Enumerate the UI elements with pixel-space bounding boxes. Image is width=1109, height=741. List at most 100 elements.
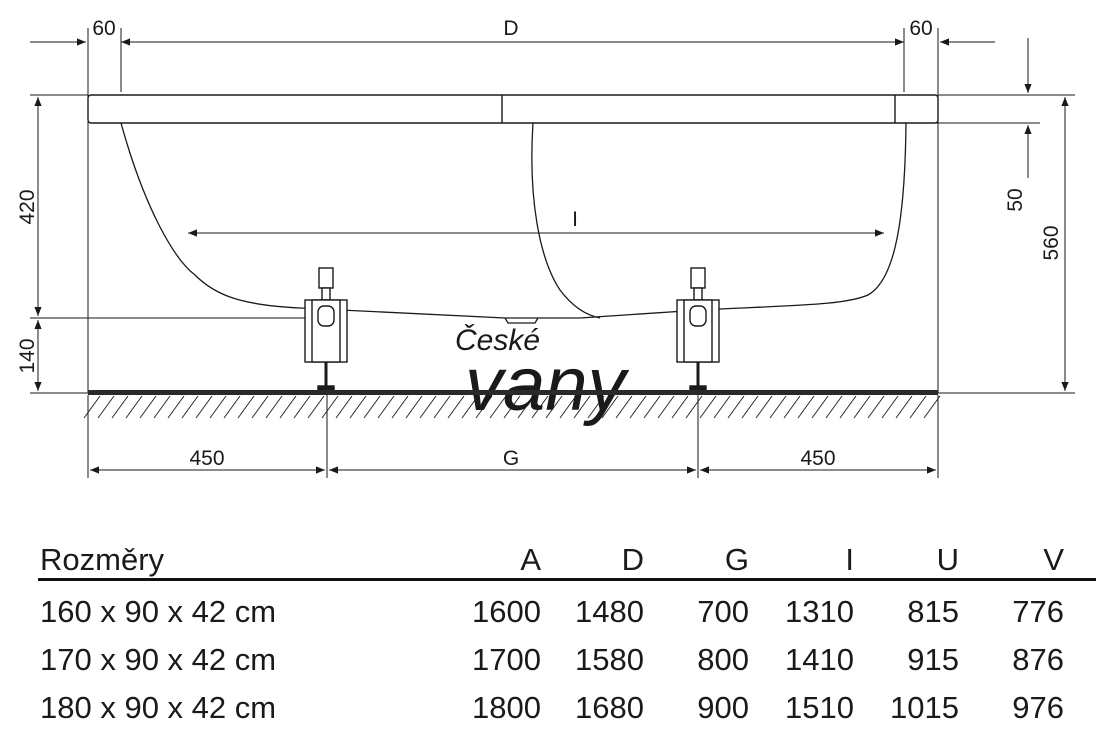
dim-inner: I bbox=[572, 208, 578, 231]
floor-hatch-line bbox=[251, 395, 269, 419]
floor-hatch-line bbox=[573, 395, 591, 419]
bathtub-rim bbox=[87, 94, 939, 124]
floor-hatch-line bbox=[83, 395, 101, 419]
support-foot-left bbox=[304, 267, 348, 393]
bathtub-body bbox=[120, 122, 907, 324]
floor-hatch-line bbox=[349, 395, 367, 419]
cell-g: 700 bbox=[697, 594, 749, 629]
cell-u: 1015 bbox=[890, 690, 959, 725]
table-header-rule bbox=[38, 578, 1096, 581]
support-foot-right bbox=[676, 267, 720, 393]
dim-top-right: 60 bbox=[909, 17, 932, 40]
extension-lines bbox=[30, 28, 1075, 478]
table-header-a: A bbox=[520, 542, 541, 577]
floor-hatch-line bbox=[447, 395, 465, 419]
floor-hatch-line bbox=[909, 395, 927, 419]
floor-hatch-line bbox=[559, 395, 577, 419]
cell-g: 900 bbox=[697, 690, 749, 725]
table-row: 160 x 90 x 42 cm 1600 1480 700 1310 815 … bbox=[0, 592, 1109, 640]
floor-hatch-line bbox=[811, 395, 829, 419]
cell-g: 800 bbox=[697, 642, 749, 677]
cell-v: 876 bbox=[1012, 642, 1064, 677]
cell-d: 1480 bbox=[575, 594, 644, 629]
floor-hatch-line bbox=[587, 395, 605, 419]
floor-hatch-line bbox=[629, 395, 647, 419]
floor-hatch-line bbox=[461, 395, 479, 419]
watermark-line-2: vany bbox=[465, 342, 630, 427]
dim-top-left: 60 bbox=[92, 17, 115, 40]
floor-hatch-line bbox=[895, 395, 913, 419]
floor-hatch-line bbox=[601, 395, 619, 419]
floor bbox=[83, 390, 941, 419]
table-title: Rozměry bbox=[40, 542, 165, 577]
floor-hatch-line bbox=[713, 395, 731, 419]
dim-left-upper: 420 bbox=[16, 189, 39, 224]
cell-a: 1800 bbox=[472, 690, 541, 725]
floor-hatch-line bbox=[685, 395, 703, 419]
floor-hatch-line bbox=[405, 395, 423, 419]
floor-hatch-line bbox=[153, 395, 171, 419]
floor-hatch-line bbox=[657, 395, 675, 419]
dim-right-total: 560 bbox=[1040, 225, 1063, 260]
floor-hatch-line bbox=[741, 395, 759, 419]
cell-i: 1510 bbox=[785, 690, 854, 725]
dim-bottom-left: 450 bbox=[189, 447, 224, 470]
dim-line-right bbox=[1024, 38, 1069, 391]
floor-hatch-line bbox=[167, 395, 185, 419]
table-header-row: Rozměry A D G I U V bbox=[0, 540, 1109, 588]
cell-u: 915 bbox=[907, 642, 959, 677]
bathtub-technical-drawing: České vany 60 D 60 420 140 bbox=[16, 17, 1075, 478]
floor-hatch-line bbox=[195, 395, 213, 419]
floor-hatch-line bbox=[755, 395, 773, 419]
dim-right-small: 50 bbox=[1004, 188, 1027, 211]
row-label: 180 x 90 x 42 cm bbox=[40, 690, 277, 725]
floor-hatch-line bbox=[335, 395, 353, 419]
floor-hatch-line bbox=[503, 395, 521, 419]
floor-hatch-line bbox=[181, 395, 199, 419]
row-label: 170 x 90 x 42 cm bbox=[40, 642, 277, 677]
floor-hatch-line bbox=[139, 395, 157, 419]
cell-u: 815 bbox=[907, 594, 959, 629]
floor-hatch-line bbox=[111, 395, 129, 419]
dim-bottom-right: 450 bbox=[800, 447, 835, 470]
table-header-g: G bbox=[724, 542, 749, 577]
watermark-line-1: České bbox=[455, 323, 540, 357]
dim-top-center: D bbox=[503, 17, 518, 40]
cell-v: 776 bbox=[1012, 594, 1064, 629]
floor-hatch-line bbox=[433, 395, 451, 419]
cell-a: 1700 bbox=[472, 642, 541, 677]
floor-hatch-line bbox=[237, 395, 255, 419]
floor-hatch-line bbox=[279, 395, 297, 419]
floor-hatch-line bbox=[797, 395, 815, 419]
floor-hatch-line bbox=[517, 395, 535, 419]
floor-hatch-line bbox=[671, 395, 689, 419]
floor-hatch-line bbox=[321, 395, 339, 419]
cell-d: 1680 bbox=[575, 690, 644, 725]
floor-hatch-line bbox=[265, 395, 283, 419]
floor-hatch-line bbox=[643, 395, 661, 419]
floor-hatch-line bbox=[853, 395, 871, 419]
row-label: 160 x 90 x 42 cm bbox=[40, 594, 277, 629]
floor-hatch-line bbox=[307, 395, 325, 419]
floor-hatch-line bbox=[377, 395, 395, 419]
floor-hatch-line bbox=[867, 395, 885, 419]
floor-hatch-line bbox=[825, 395, 843, 419]
floor-hatch-line bbox=[699, 395, 717, 419]
cell-i: 1310 bbox=[785, 594, 854, 629]
dim-left-lower: 140 bbox=[16, 338, 39, 373]
watermark: České vany bbox=[455, 323, 630, 427]
floor-hatch-line bbox=[769, 395, 787, 419]
floor-hatch-line bbox=[293, 395, 311, 419]
table-row: 170 x 90 x 42 cm 1700 1580 800 1410 915 … bbox=[0, 640, 1109, 688]
cell-i: 1410 bbox=[785, 642, 854, 677]
cell-v: 976 bbox=[1012, 690, 1064, 725]
floor-hatch-line bbox=[489, 395, 507, 419]
floor-hatch-line bbox=[839, 395, 857, 419]
dimensions-table: Rozměry A D G I U V 160 x 90 x 42 cm 160… bbox=[0, 530, 1109, 741]
floor-hatch-line bbox=[125, 395, 143, 419]
table-row: 180 x 90 x 42 cm 1800 1680 900 1510 1015… bbox=[0, 688, 1109, 736]
table-header-i: I bbox=[845, 542, 854, 577]
floor-hatch-line bbox=[223, 395, 241, 419]
floor-hatch-line bbox=[727, 395, 745, 419]
table-header-u: U bbox=[936, 542, 959, 577]
